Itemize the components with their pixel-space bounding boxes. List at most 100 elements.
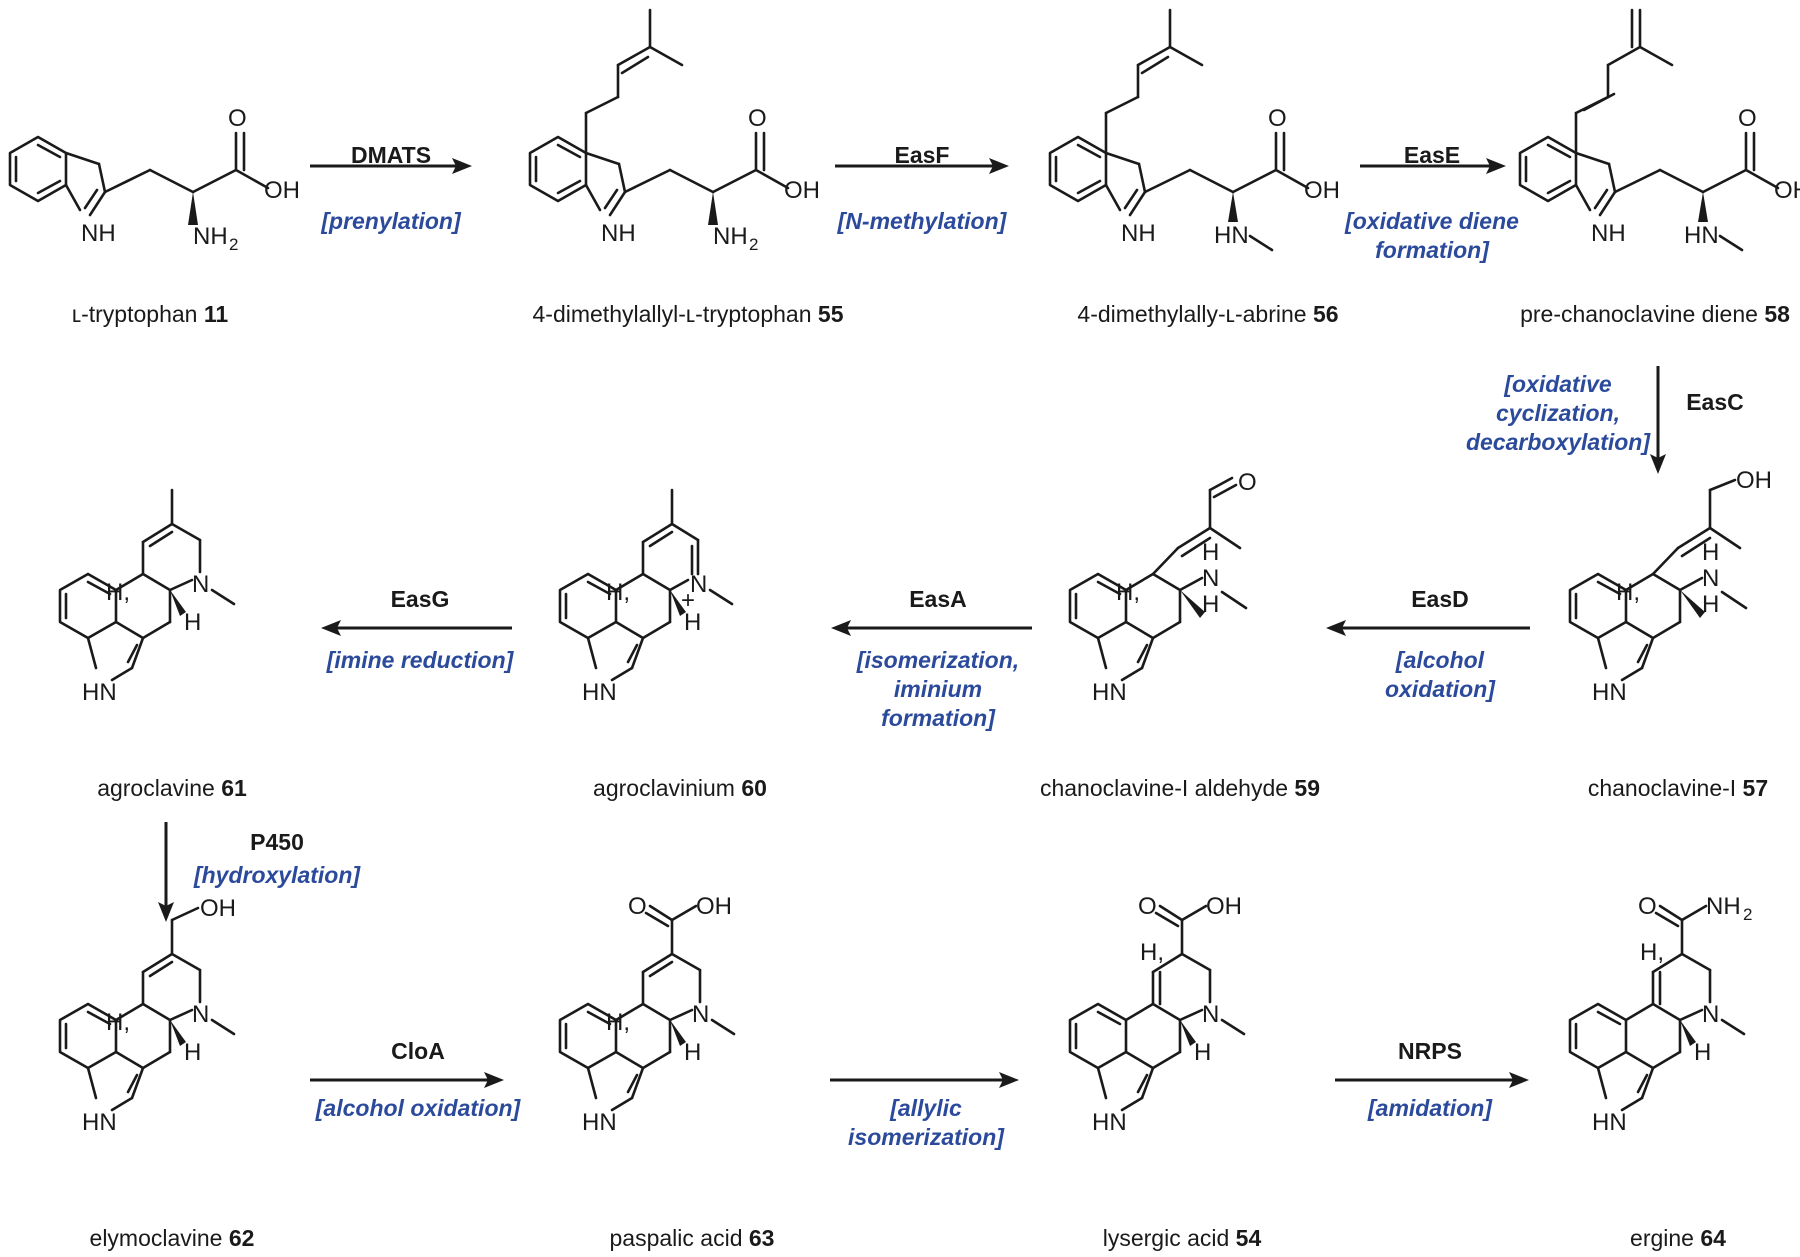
amine-n-label: N xyxy=(692,1001,709,1028)
amide-nh-label: NH xyxy=(1706,893,1741,920)
reaction-type-label: decarboxylation] xyxy=(1466,429,1651,455)
structure-l-tryptophan: O OH NH 2 NH xyxy=(8,105,300,254)
enzyme-label: EasF xyxy=(895,142,950,168)
enzyme-label: P450 xyxy=(250,829,304,855)
reaction-type-label: [oxidative xyxy=(1503,371,1612,397)
reaction-type-label: [alcohol xyxy=(1395,647,1485,673)
reaction-type-label: [isomerization, xyxy=(856,647,1019,673)
reaction-type-label: [alcohol oxidation] xyxy=(315,1095,522,1121)
stereo-h-label: H, xyxy=(606,1009,630,1036)
reaction-arrow xyxy=(1360,158,1506,174)
hydroxyl-label: OH xyxy=(200,895,236,922)
carbonyl-o-label: O xyxy=(228,105,247,132)
amine-n-label: N xyxy=(192,1001,209,1028)
structure-chanoclavine-i: OH H, N H H xyxy=(1568,467,1772,706)
reaction-arrow xyxy=(158,822,174,922)
structure-agroclavine: H, N H xyxy=(58,488,236,706)
methylamine-label: N xyxy=(1202,565,1219,592)
structure-4-dimethylally-l-abrine: O OH HN NH xyxy=(1048,8,1340,252)
structure-paspalic-acid: O OH H, N H xyxy=(558,893,736,1136)
enzyme-label: NRPS xyxy=(1398,1038,1462,1064)
stereo-h-label: H, xyxy=(1640,939,1664,966)
reaction-type-label: [amidation] xyxy=(1367,1095,1493,1121)
compound-label: agroclavinium 60 xyxy=(593,775,767,801)
stereo-h-label: H xyxy=(1194,1039,1211,1066)
stereo-h-label: H, xyxy=(106,579,130,606)
reaction-arrow xyxy=(1650,366,1666,474)
reaction-type-label: [hydroxylation] xyxy=(193,862,361,888)
stereo-h-label: H xyxy=(184,609,201,636)
enzyme-label: EasC xyxy=(1686,389,1744,415)
reaction-arrow xyxy=(310,158,472,174)
carbonyl-o-label: O xyxy=(1138,893,1157,920)
structure-pre-chanoclavine-diene: O OH HN NH xyxy=(1518,8,1800,252)
compound-label: lysergic acid 54 xyxy=(1103,1225,1262,1251)
stereo-h-label: H xyxy=(684,609,701,636)
carbonyl-o-label: O xyxy=(748,105,767,132)
structure-agroclavinium: H, N + H xyxy=(558,488,734,706)
hydroxyl-label: OH xyxy=(784,177,820,204)
carbonyl-o-label: O xyxy=(628,893,647,920)
amine-n-label: N xyxy=(1702,1001,1719,1028)
reaction-arrow xyxy=(1326,620,1530,636)
amine-n-label: N xyxy=(192,571,209,598)
indole-nh-label: NH xyxy=(1121,220,1156,247)
reaction-type-label: oxidation] xyxy=(1385,676,1496,702)
compound-label: paspalic acid 63 xyxy=(610,1225,775,1251)
enzyme-label: EasD xyxy=(1411,586,1469,612)
hydroxyl-label: OH xyxy=(696,893,732,920)
reaction-arrow xyxy=(1335,1072,1529,1088)
methylamine-label: HN xyxy=(1214,222,1249,249)
enzyme-label: EasA xyxy=(909,586,967,612)
reaction-type-label: [prenylation] xyxy=(320,208,462,234)
structure-elymoclavine: OH H, N H xyxy=(58,895,236,1136)
reaction-type-label: isomerization] xyxy=(848,1124,1005,1150)
amine-subscript: 2 xyxy=(229,235,238,254)
reaction-type-label: [N-methylation] xyxy=(837,208,1008,234)
stereo-h-label: H, xyxy=(106,1009,130,1036)
methylamine-label: N xyxy=(1702,565,1719,592)
reaction-arrow xyxy=(321,620,512,636)
reaction-type-label: cyclization, xyxy=(1496,400,1620,426)
enzyme-label: EasG xyxy=(391,586,450,612)
stereo-h-label: H xyxy=(1202,591,1219,618)
reaction-arrow xyxy=(830,1072,1019,1088)
amine-h-label: H xyxy=(1702,539,1719,566)
hydroxyl-label: OH xyxy=(1736,467,1772,494)
stereo-h-label: H xyxy=(1694,1039,1711,1066)
charge-label: + xyxy=(681,587,695,614)
carbonyl-o-label: O xyxy=(1638,893,1657,920)
reaction-type-label: [oxidative diene xyxy=(1344,208,1519,234)
compound-label: pre-chanoclavine diene 58 xyxy=(1520,301,1790,327)
reaction-arrow xyxy=(310,1072,504,1088)
stereo-h-label: H xyxy=(1702,591,1719,618)
structure-lysergic-acid: O OH H, N H xyxy=(1068,893,1246,1136)
amine-subscript: 2 xyxy=(749,235,758,254)
compound-label: 4-dimethylallyl-ʟ-tryptophan 55 xyxy=(533,301,844,327)
structure-chanoclavine-i-aldehyde: O H, N H H xyxy=(1068,469,1257,706)
stereo-h-label: H xyxy=(184,1039,201,1066)
iminium-n-label: N xyxy=(690,571,707,598)
amide-subscript: 2 xyxy=(1743,905,1752,924)
enzyme-label: EasE xyxy=(1404,142,1460,168)
carbonyl-o-label: O xyxy=(1738,105,1757,132)
reaction-type-label: [imine reduction] xyxy=(326,647,515,673)
reaction-type-label: iminium xyxy=(894,676,982,702)
hydroxyl-label: OH xyxy=(1304,177,1340,204)
hydroxyl-label: OH xyxy=(1774,177,1800,204)
stereo-h-label: H, xyxy=(606,579,630,606)
enzyme-label: DMATS xyxy=(351,142,431,168)
indole-nh-label: NH xyxy=(1591,220,1626,247)
stereo-h-label: H, xyxy=(1616,579,1640,606)
structure-4-dimethylallyl-l-tryptophan: O OH NH 2 NH xyxy=(528,8,820,254)
reaction-arrow xyxy=(835,158,1009,174)
compound-label: ʟ-tryptophan 11 xyxy=(72,301,229,327)
compound-label: 4-dimethylally-ʟ-abrine 56 xyxy=(1077,301,1338,327)
compound-label: elymoclavine 62 xyxy=(90,1225,255,1251)
hydroxyl-label: OH xyxy=(264,177,300,204)
indole-nh-label: NH xyxy=(81,220,116,247)
compound-label: ergine 64 xyxy=(1630,1225,1726,1251)
amine-label: NH xyxy=(713,223,748,250)
